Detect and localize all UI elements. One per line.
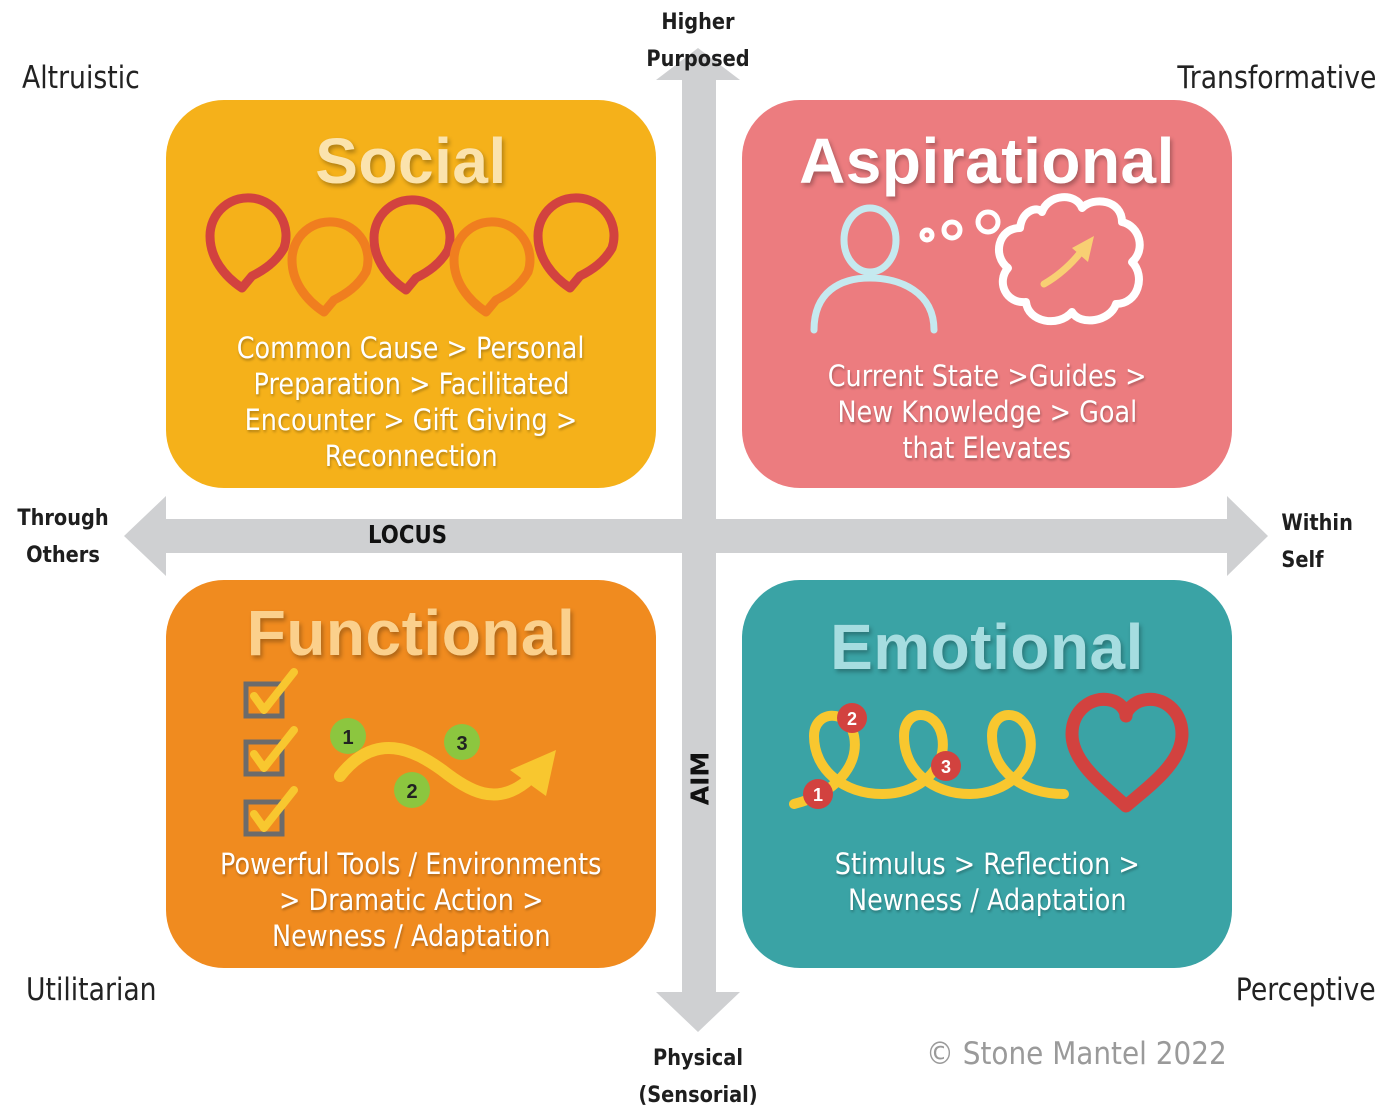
thought-cloud-icon [995,193,1144,325]
functional-line-1: Powerful Tools / Environments [220,847,602,881]
person-thinking-icon [810,193,1144,334]
quadrant-text-aspirational: Current State >Guides > New Knowledge > … [742,358,1232,466]
check-mark-icon-3 [250,786,298,832]
aspirational-line-1: Current State >Guides > [827,359,1147,393]
emotional-step-markers: 1 2 3 [803,703,961,809]
thought-dot-small-icon [919,227,935,243]
quadrant-title-social: Social [315,125,507,197]
person-shoulders-icon [810,274,938,334]
axis-label-bottom: Physical (Sensorial) [638,1046,758,1108]
emotional-line-2: Newness / Adaptation [847,883,1127,917]
loop-path-icon [789,710,1069,809]
journey-path-icon [334,742,532,801]
axis-label-left: Through Others [15,500,112,574]
corner-label-transformative: Transformative [1177,60,1376,96]
functional-step-1: 1 [342,727,353,749]
quadrant-aspirational: Aspirational Current State >Guides > New… [742,100,1232,488]
heart-icon [1065,692,1189,813]
social-line-4: Reconnection [324,439,498,473]
emotional-step-3: 3 [941,757,951,777]
axis-title-locus: LOCUS [368,520,448,549]
quadrant-text-functional: Powerful Tools / Environments > Dramatic… [166,846,656,954]
quadrant-title-functional: Functional [246,597,576,669]
checkbox-icon-1 [243,681,285,719]
journey-arrow-head-icon [510,750,556,796]
loops-heart-icon: 1 2 3 [789,692,1189,813]
corner-label-altruistic: Altruistic [22,60,140,96]
axes-arrows [124,48,1268,1032]
axis-label-right: Within Self [1281,505,1360,579]
emotional-line-1: Stimulus > Reflection > [834,847,1140,881]
corner-label-perceptive: Perceptive [1236,972,1376,1008]
quadrant-text-emotional: Stimulus > Reflection > Newness / Adapta… [742,846,1232,918]
copyright-credit: © Stone Mantel 2022 [926,1036,1227,1072]
social-line-3: Encounter > Gift Giving > [244,403,578,437]
checklist-path-icon: 1 3 2 [243,668,556,837]
horizontal-axis-arrow [124,496,1268,576]
axis-label-left-line2: Others [26,543,100,568]
checkbox-icon-3 [243,799,285,837]
quadrant-functional: Functional 1 3 2 Powerful Tools / Enviro… [166,580,656,968]
functional-step-3: 3 [456,733,467,755]
quadrant-social: Social Common Cause > Personal Preparati… [166,100,656,488]
aspirational-line-3: that Elevates [902,431,1072,465]
social-line-1: Common Cause > Personal [237,331,585,365]
axis-title-aim: AIM [685,751,715,806]
person-head-icon [840,204,900,276]
checkbox-icon-2 [243,739,285,777]
axis-label-top: Higher Purposed [646,10,750,72]
aspirational-line-2: New Knowledge > Goal [837,395,1137,429]
thought-dot-large-icon [975,209,1001,235]
axis-label-right-line2: Self [1281,548,1324,573]
axis-label-right-line1: Within [1281,511,1353,536]
functional-step-markers: 1 3 2 [330,718,480,808]
quadrant-emotional: Emotional 1 2 3 Stimulus > Reflection > … [742,580,1232,968]
check-mark-icon-1 [250,668,298,714]
emotional-step-1: 1 [813,785,823,805]
thought-dot-medium-icon [941,219,963,241]
corner-label-utilitarian: Utilitarian [26,972,157,1008]
functional-line-2: > Dramatic Action > [278,883,544,917]
speech-bubbles-icon [205,193,619,317]
functional-step-2: 2 [406,781,417,803]
quadrant-text-social: Common Cause > Personal Preparation > Fa… [166,330,656,474]
quadrant-title-aspirational: Aspirational [799,125,1175,197]
axis-label-left-line1: Through [17,506,109,531]
functional-line-3: Newness / Adaptation [271,919,551,953]
check-mark-icon-2 [250,726,298,772]
emotional-step-2: 2 [847,709,857,729]
growth-arrow-icon [1040,244,1088,288]
social-line-2: Preparation > Facilitated [253,367,569,401]
quadrant-title-emotional: Emotional [830,611,1144,683]
